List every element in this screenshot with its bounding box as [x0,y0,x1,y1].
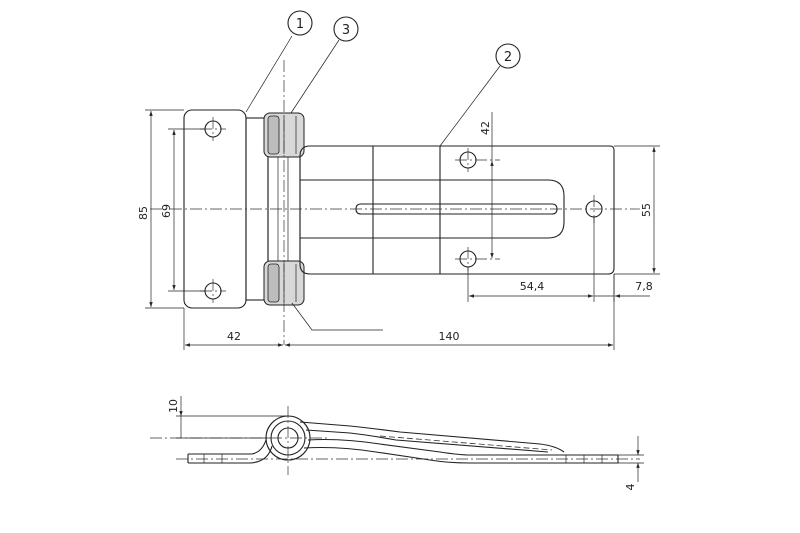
dim-85: 85 [137,206,150,220]
dim-55: 55 [640,203,653,217]
dim-69: 69 [160,204,173,218]
dim-4: 4 [624,484,637,491]
balloon-1-label: 1 [296,17,304,32]
right-strap-outline [299,145,615,275]
top-view: 85 69 42 55 54,4 7,8 42 140 1 [137,10,660,350]
side-view: 10 4 [150,396,644,491]
leader-lower-knuckle [291,302,383,331]
strap-slot [355,203,558,215]
dim-10: 10 [167,399,180,413]
balloon-3 [333,16,359,42]
dim-140: 140 [439,330,460,343]
strap-rib [300,179,565,239]
dim-7-8: 7,8 [635,280,653,293]
side-strap-top [299,421,565,453]
dim-42-vertical: 42 [479,121,492,135]
balloon-2-label: 2 [504,50,512,65]
dim-42-horizontal: 42 [227,330,241,343]
balloon-1 [287,10,313,36]
balloon-2 [495,43,521,69]
dim-54-4: 54,4 [520,280,545,293]
balloon-3-label: 3 [342,23,350,38]
